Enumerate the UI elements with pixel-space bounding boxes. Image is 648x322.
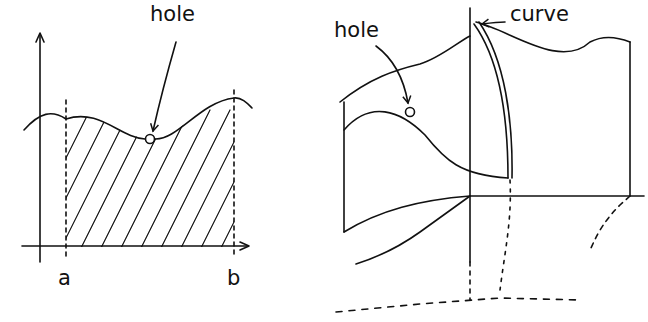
leader-line <box>153 42 176 131</box>
floor-edge <box>356 196 470 264</box>
surface-edge <box>343 102 345 232</box>
hidden-edge <box>336 298 580 312</box>
surface-edge <box>344 196 470 232</box>
leader-line <box>376 46 408 103</box>
hole-point <box>146 135 155 144</box>
surface-edge <box>340 36 470 102</box>
surface-edge <box>476 22 630 52</box>
function-curve <box>24 98 252 139</box>
surface-edge <box>344 111 508 178</box>
hole-label: hole <box>334 20 379 41</box>
x-axis <box>22 245 248 247</box>
hatching <box>0 110 310 250</box>
surface-edge <box>629 42 631 196</box>
bound-label: b <box>227 268 240 289</box>
hidden-edge <box>469 262 471 300</box>
hidden-edge <box>590 196 630 250</box>
axis-arrow <box>240 242 249 250</box>
leader-line <box>482 22 505 24</box>
curve-label: curve <box>510 4 569 25</box>
bound-line <box>65 100 67 258</box>
floor-edge <box>470 195 644 197</box>
bound-line <box>233 90 235 258</box>
axis-arrow <box>36 33 44 42</box>
hole-label: hole <box>150 4 195 25</box>
y-axis <box>39 35 41 262</box>
hidden-edge <box>500 180 510 290</box>
corner-edge <box>469 8 471 262</box>
surface-curve <box>479 22 512 178</box>
hole-point <box>406 108 415 117</box>
bound-label: a <box>58 268 71 289</box>
surface-curve <box>474 24 508 178</box>
